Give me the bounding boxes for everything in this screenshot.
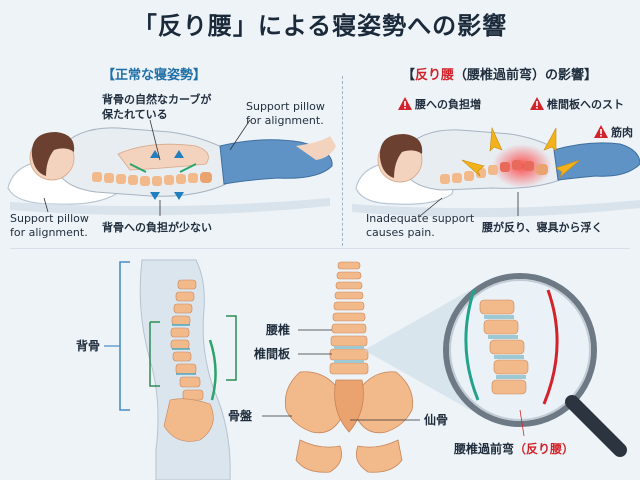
sacrum-shape [334,379,364,433]
caption-line [519,409,525,437]
pelvis-right-wing [355,371,414,434]
front-spine [329,261,369,375]
callout-top-line [149,119,161,161]
foot-shape [296,136,336,160]
inadequate-support-label: Inadequate support causes pain. [366,212,475,239]
mattress-shape [10,198,330,216]
panel-divider [342,76,343,246]
warning-icon [530,97,544,110]
magnified-vertebrae [479,299,529,395]
page-title: 「反り腰」による寝姿勢への影響 [132,12,508,40]
swayback-heading-suffix: （腰椎過前弯）の影響】 [454,68,598,83]
magnifier-handle [565,395,627,457]
pillow-right-line [229,119,251,151]
magnifier-caption: 腰椎過前弯（反り腰） [454,442,575,456]
label-disc: 椎間板 [254,347,291,361]
pillow-left-label: Support pillow for alignment. [10,212,89,239]
curve-bracket-left [149,321,160,387]
legs-shape [553,142,640,181]
exaggerated-curve-line [542,289,559,405]
swayback-posture-illustration [352,126,640,218]
label-lumbar: 腰椎 [266,323,291,337]
pelvis-left-wing [284,371,343,434]
callout-low-strain: 背骨への負担が少ない [102,221,212,234]
warning-disc-stress: 椎間板へのスト [530,96,624,112]
curve-indicator [208,339,217,401]
pillow-right-label: Support pillow for alignment. [246,100,325,127]
pressure-arrows [461,126,581,178]
inadequate-line [419,197,443,217]
warning-icon [398,97,412,110]
spine-bracket [119,261,130,411]
warning-lower-back: 腰への負担増 [398,96,481,112]
magnifier-beam [364,290,470,410]
swayback-heading: 【反り腰（腰椎過前弯）の影響】 [402,64,597,83]
normal-curve-line [464,289,480,401]
side-spine [163,279,214,442]
curve-bracket-right [226,315,237,381]
callout-back-arches: 腰が反り、寝具から浮く [482,221,603,234]
callout-natural-curve: 背骨の自然なカーブが 保たれている [102,93,212,121]
pillow-left-line [43,197,49,213]
pubis-left [295,439,343,473]
swayback-heading-red: 反り腰 [415,68,455,83]
pubis-right [355,439,403,473]
label-sacrum: 仙骨 [424,413,449,427]
support-arrows [150,150,184,200]
normal-posture-illustration [7,119,336,216]
front-discs [334,346,364,363]
alignment-arrows [129,163,197,173]
normal-posture-heading: 【正常な寝姿勢】 [102,68,207,83]
arm-shape [117,143,209,171]
spine-vertebrae [92,172,212,186]
magnifier-rim [449,279,591,421]
hair-shape [379,134,423,178]
section-separator [10,248,630,249]
label-pelvis: 骨盤 [228,409,253,423]
magnified-discs [484,315,526,379]
hair-shape [31,132,75,176]
warning-muscle: 筋肉 [594,124,633,140]
side-discs [172,324,196,375]
swayback-heading-prefix: 【 [402,68,416,83]
warning-icon [594,125,608,138]
label-spine: 背骨 [76,339,101,353]
anatomy-illustration [104,259,627,480]
